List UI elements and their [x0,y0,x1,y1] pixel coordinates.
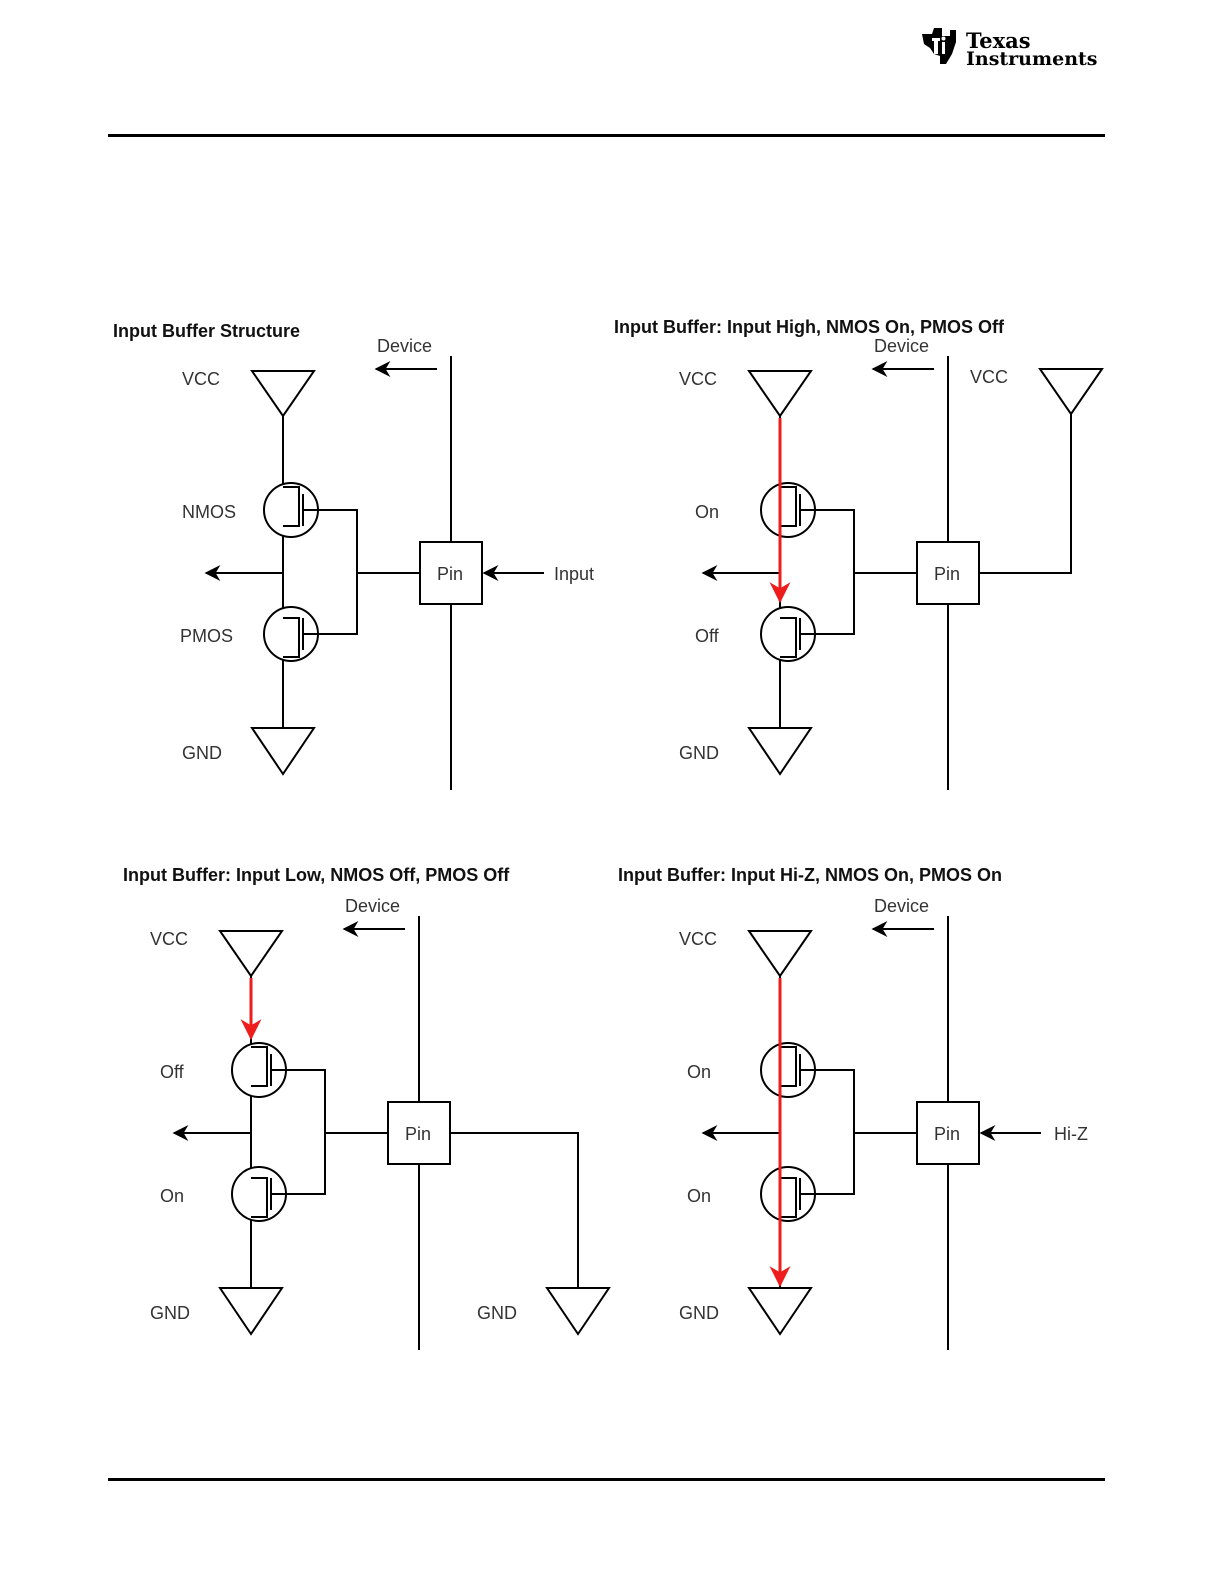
panel-input-low: Input Buffer: Input Low, NMOS Off, PMOS … [123,865,609,1350]
external-gnd-label: GND [477,1303,517,1323]
panel-input-hiz: Input Buffer: Input Hi-Z, NMOS On, PMOS … [618,865,1088,1350]
pin-label: Pin [405,1124,431,1144]
gate-wire [287,1070,325,1194]
vcc-symbol [749,371,811,416]
gnd-symbol [252,728,314,774]
device-label: Device [874,896,929,916]
panel-title: Input Buffer: Input Hi-Z, NMOS On, PMOS … [618,865,1002,885]
top-transistor-label: On [695,502,719,522]
pmos-transistor [761,607,816,661]
pmos-transistor [232,1167,287,1221]
panel-title: Input Buffer Structure [113,321,300,341]
panel-input-high: Input Buffer: Input High, NMOS On, PMOS … [614,317,1102,790]
gnd-symbol [749,1288,811,1334]
gate-wire [816,510,854,634]
external-vcc-label: VCC [970,367,1008,387]
nmos-transistor [761,1043,816,1097]
input-label: Input [554,564,594,584]
pmos-transistor [761,1167,816,1221]
gnd-symbol [749,728,811,774]
pin-label: Pin [934,564,960,584]
nmos-transistor [264,483,319,537]
gate-wire [319,510,357,634]
panel-structure: Input Buffer Structure Device VCC NMOS P… [113,321,594,790]
vcc-label: VCC [182,369,220,389]
bottom-transistor-label: On [687,1186,711,1206]
vcc-symbol [749,931,811,976]
top-transistor-label: Off [160,1062,185,1082]
vcc-label: VCC [679,929,717,949]
bottom-transistor-label: Off [695,626,720,646]
pin-label: Pin [437,564,463,584]
vcc-label: VCC [679,369,717,389]
external-gnd-symbol [547,1288,609,1334]
nmos-transistor [232,1043,287,1097]
vcc-symbol [220,931,282,976]
nmos-transistor [761,483,816,537]
bottom-transistor-label: PMOS [180,626,233,646]
gnd-label: GND [150,1303,190,1323]
top-transistor-label: On [687,1062,711,1082]
panel-title: Input Buffer: Input High, NMOS On, PMOS … [614,317,1005,337]
gnd-label: GND [679,1303,719,1323]
external-vcc-wire [979,414,1071,573]
gnd-label: GND [679,743,719,763]
bottom-transistor-label: On [160,1186,184,1206]
panel-title: Input Buffer: Input Low, NMOS Off, PMOS … [123,865,510,885]
hiz-input-label: Hi-Z [1054,1124,1088,1144]
external-vcc-symbol [1040,369,1102,414]
device-label: Device [345,896,400,916]
pmos-transistor [264,607,319,661]
gate-wire [816,1070,854,1194]
vcc-label: VCC [150,929,188,949]
device-label: Device [377,336,432,356]
gnd-symbol [220,1288,282,1334]
pin-label: Pin [934,1124,960,1144]
vcc-symbol [252,371,314,416]
gnd-label: GND [182,743,222,763]
device-label: Device [874,336,929,356]
external-gnd-wire [450,1133,578,1288]
top-transistor-label: NMOS [182,502,236,522]
